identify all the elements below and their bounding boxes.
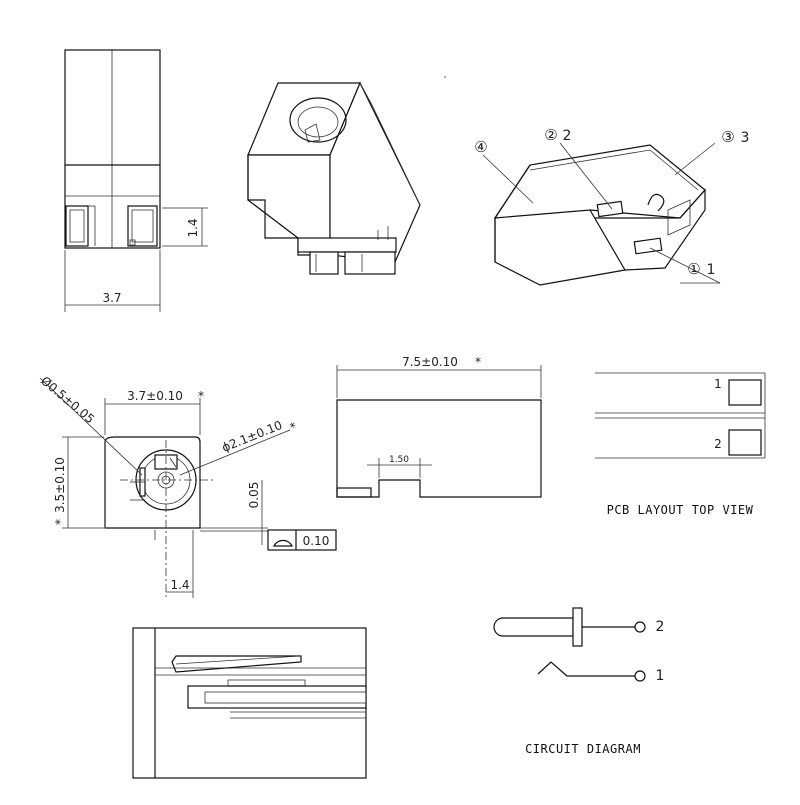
- callout-2-label: 2: [563, 128, 572, 144]
- top-offset-bottom: 1.4: [170, 578, 189, 592]
- pin-2-label: 2: [656, 619, 665, 635]
- top-offset-small: 0.05: [247, 482, 261, 509]
- top-hole-big-star: *: [288, 420, 299, 435]
- pin-1-label: 1: [656, 668, 665, 684]
- pin-1-terminal: [634, 670, 646, 682]
- top-height-star: *: [53, 519, 67, 525]
- pad-1-label: 1: [714, 377, 722, 391]
- front-width-label: 3.7: [102, 291, 121, 305]
- pcb-layout: 1 2 PCB LAYOUT TOP VIEW: [595, 372, 766, 517]
- pad-2: [728, 429, 762, 456]
- side-view: 7.5±0.10 * 1.50: [336, 355, 542, 498]
- circuit-diagram: 2 1 CIRCUIT DIAGRAM: [493, 607, 665, 756]
- section-view: [132, 627, 367, 779]
- top-flatness: 0.10: [303, 534, 330, 548]
- circuit-title: CIRCUIT DIAGRAM: [525, 742, 641, 756]
- side-slot-width: 1.50: [389, 455, 409, 465]
- callout-1-circle: ①: [687, 260, 700, 278]
- callout-3-circle: ③: [721, 128, 734, 146]
- callout-4-circle: ④: [474, 138, 487, 156]
- top-width-star: *: [198, 389, 204, 403]
- top-width-tol: 3.7±0.10: [127, 389, 183, 403]
- top-view: 3.7±0.10 * 3.5±0.10 * Ø0.5±0.05 ϕ2.1±0.1…: [38, 374, 337, 600]
- callout-1-label: 1: [707, 262, 716, 278]
- side-length-star: *: [475, 355, 481, 369]
- pcb-layout-title: PCB LAYOUT TOP VIEW: [607, 503, 754, 517]
- front-height-label: 1.4: [186, 218, 200, 237]
- iso-view-housing: [247, 81, 421, 275]
- callout-3-label: 3: [741, 130, 750, 146]
- pin-2-terminal: [634, 621, 646, 633]
- top-hole-small: Ø0.5±0.05: [38, 374, 97, 427]
- pad-1: [728, 379, 762, 406]
- front-view: 3.7 1.4: [64, 49, 208, 312]
- callout-2-circle: ②: [544, 126, 557, 144]
- side-length-tol: 7.5±0.10: [402, 355, 458, 369]
- iso-view-parts: ④ ② 2 ③ 3 ① 1: [474, 126, 750, 286]
- pad-2-label: 2: [714, 437, 722, 451]
- top-height-tol: 3.5±0.10: [53, 457, 67, 513]
